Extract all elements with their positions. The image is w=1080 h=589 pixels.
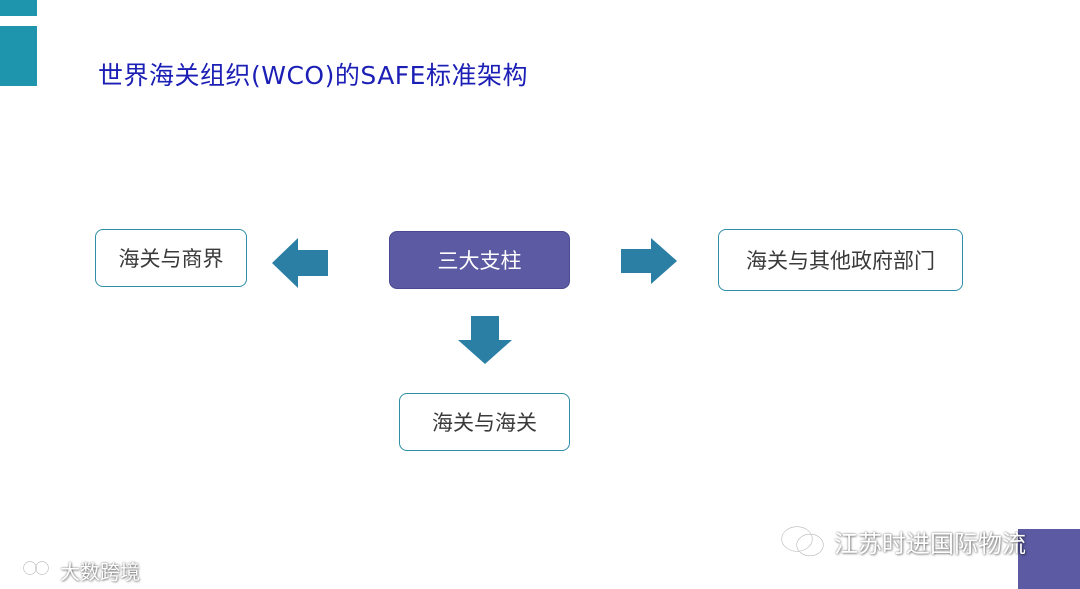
slide-title: 世界海关组织(WCO)的SAFE标准架构 [98,61,528,90]
accent-bar-main [0,26,37,86]
bottom-pillar-box: 海关与海关 [399,393,570,451]
corner-block [1018,529,1080,589]
arrow-down-icon [458,316,512,364]
brand-logo-icon [10,560,49,580]
arrow-right-icon [621,238,677,284]
accent-bar-top [0,0,37,16]
wechat-account-name: 江苏时进国际物流 [834,530,1026,558]
wechat-icon [781,525,824,556]
wechat-watermark: 江苏时进国际物流 [780,524,1026,559]
left-pillar-box: 海关与商界 [95,229,247,287]
right-pillar-box: 海关与其他政府部门 [718,229,963,291]
center-pillar-box: 三大支柱 [389,231,570,289]
arrow-left-icon [272,238,328,288]
brand-watermark-text: 大数跨境 [60,560,140,584]
brand-watermark: 大数跨境 [8,556,140,585]
